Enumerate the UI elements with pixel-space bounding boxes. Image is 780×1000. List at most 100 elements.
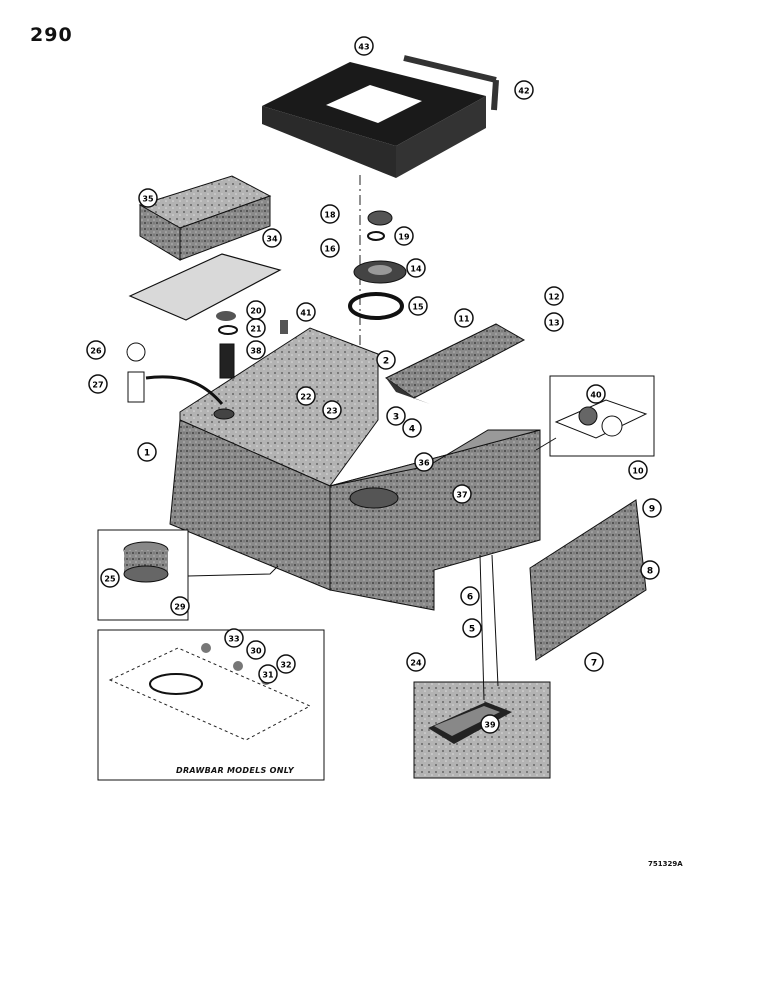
callout-label: 14 (410, 265, 422, 274)
inset-bushing (97, 529, 279, 621)
callout-label: 35 (142, 195, 154, 204)
callout-label: 9 (649, 505, 655, 515)
callout-14: 14 (406, 258, 426, 278)
callout-label: 39 (484, 721, 496, 730)
callout-24: 24 (406, 652, 426, 672)
callout-label: 15 (412, 303, 424, 312)
callout-label: 37 (456, 491, 467, 500)
strainer-seal (218, 325, 238, 335)
plug-26 (126, 342, 146, 362)
fuel-hose (145, 375, 224, 405)
callout-19: 19 (394, 226, 414, 246)
callout-label: 42 (518, 87, 529, 96)
callout-32: 32 (276, 654, 296, 674)
callout-label: 21 (250, 325, 262, 334)
cap-washer (367, 231, 385, 241)
callout-1: 1 (137, 442, 157, 462)
callout-36: 36 (414, 452, 434, 472)
callout-9: 9 (642, 498, 662, 518)
callout-13: 13 (544, 312, 564, 332)
callout-label: 1 (144, 449, 150, 459)
mounting-ring (348, 292, 404, 320)
callout-12: 12 (544, 286, 564, 306)
callout-35: 35 (138, 188, 158, 208)
callout-30: 30 (246, 640, 266, 660)
callout-40: 40 (586, 384, 606, 404)
inset-caption: DRAWBAR MODELS ONLY (176, 766, 294, 775)
callout-29: 29 (170, 596, 190, 616)
callout-label: 12 (548, 293, 559, 302)
callout-label: 29 (174, 603, 186, 612)
callout-8: 8 (640, 560, 660, 580)
callout-22: 22 (296, 386, 316, 406)
callout-label: 26 (90, 347, 102, 356)
callout-5: 5 (462, 618, 482, 638)
callout-39: 39 (480, 714, 500, 734)
callout-6: 6 (460, 586, 480, 606)
callout-label: 4 (409, 425, 415, 435)
callout-label: 6 (467, 593, 473, 603)
callout-2: 2 (376, 350, 396, 370)
callout-10: 10 (628, 460, 648, 480)
callout-11: 11 (454, 308, 474, 328)
callout-label: 11 (458, 315, 470, 324)
callout-label: 2 (383, 357, 389, 367)
strainer-cap (216, 311, 236, 321)
callout-label: 40 (590, 391, 602, 400)
callout-3: 3 (386, 406, 406, 426)
filler-cap (367, 210, 393, 226)
callout-label: 19 (398, 233, 410, 242)
callout-label: 20 (250, 307, 262, 316)
callout-label: 8 (647, 567, 653, 577)
callout-37: 37 (452, 484, 472, 504)
callout-43: 43 (354, 36, 374, 56)
callout-4: 4 (402, 418, 422, 438)
callout-label: 31 (262, 671, 274, 680)
callout-42: 42 (514, 80, 534, 100)
callout-label: 25 (104, 575, 116, 584)
callout-label: 41 (300, 309, 312, 318)
callout-label: 27 (92, 381, 103, 390)
tool-box-lid (385, 323, 526, 404)
seat-plate (262, 55, 499, 178)
callout-label: 22 (300, 393, 311, 402)
callout-label: 34 (266, 235, 278, 244)
callout-label: 18 (324, 211, 336, 220)
callout-15: 15 (408, 296, 428, 316)
callout-26: 26 (86, 340, 106, 360)
callout-31: 31 (258, 664, 278, 684)
filler-neck (127, 371, 145, 403)
inset-pad (413, 554, 551, 779)
figure-code: 751329A (648, 860, 683, 868)
callout-label: 38 (250, 347, 262, 356)
callout-label: 36 (418, 459, 430, 468)
callout-20: 20 (246, 300, 266, 320)
callout-label: 30 (250, 647, 262, 656)
callout-label: 16 (324, 245, 336, 254)
callout-label: 24 (410, 659, 422, 668)
callout-33: 33 (224, 628, 244, 648)
callout-label: 33 (228, 635, 239, 644)
main-tank (169, 327, 541, 611)
side-panel (529, 499, 647, 661)
page-number: 290 (30, 24, 73, 46)
bolt-41 (280, 320, 288, 334)
callout-label: 32 (280, 661, 291, 670)
callout-layer: 1234567891011121314151618192021222324252… (86, 36, 662, 734)
callout-label: 13 (548, 319, 559, 328)
gasket-ring-inner (368, 265, 392, 275)
callout-21: 21 (246, 318, 266, 338)
callout-label: 5 (469, 625, 475, 635)
filler-pipe (219, 343, 235, 379)
callout-7: 7 (584, 652, 604, 672)
callout-23: 23 (322, 400, 342, 420)
callout-label: 10 (632, 467, 644, 476)
callout-27: 27 (88, 374, 108, 394)
callout-18: 18 (320, 204, 340, 224)
inset-drawbar (97, 629, 325, 781)
callout-16: 16 (320, 238, 340, 258)
callout-label: 23 (326, 407, 337, 416)
callout-38: 38 (246, 340, 266, 360)
